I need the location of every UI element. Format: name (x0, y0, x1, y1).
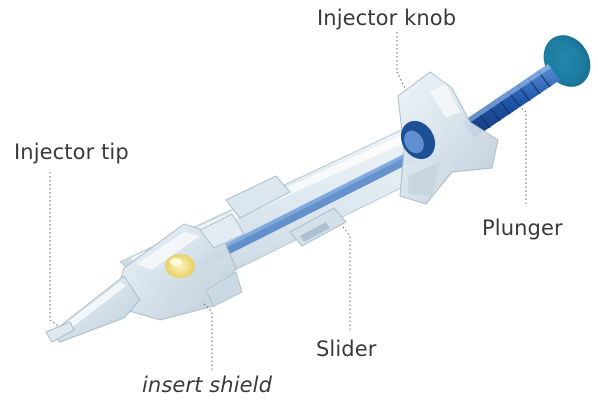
insert-shield-label: insert shield (142, 375, 272, 396)
leader-line-insert-shield (204, 304, 212, 370)
leader-line-injector-knob (397, 32, 406, 90)
plunger-label: Plunger (482, 218, 563, 239)
injector-tip-label: Injector tip (14, 142, 129, 163)
leader-line-injector-tip (50, 172, 58, 326)
injector-tip (46, 276, 140, 342)
leader-line-slider (342, 226, 350, 330)
slider-label: Slider (316, 339, 376, 360)
leader-line-plunger (516, 104, 526, 204)
injector-knob-label: Injector knob (317, 8, 456, 29)
injector-knob (394, 72, 498, 204)
